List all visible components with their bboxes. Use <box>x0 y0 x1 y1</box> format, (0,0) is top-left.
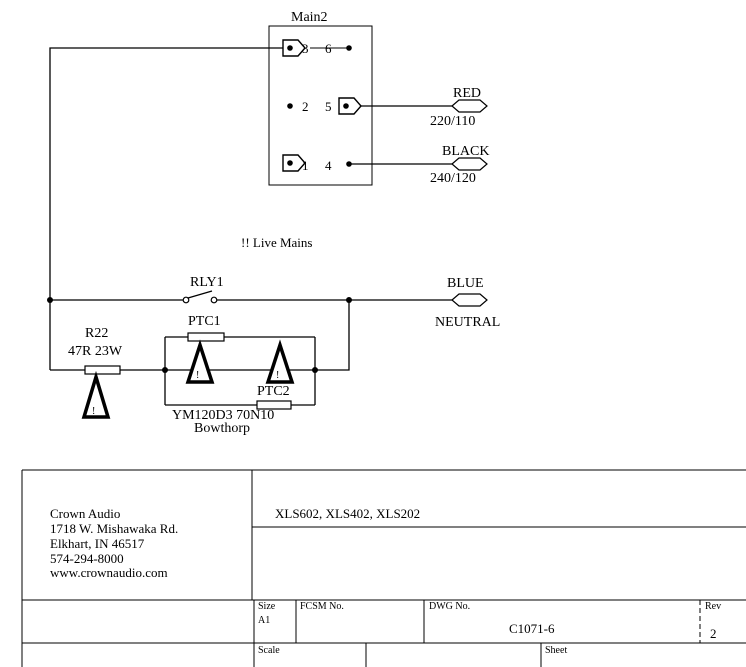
hazard-mark: ! <box>196 370 199 381</box>
neutral-label: NEUTRAL <box>435 315 500 330</box>
pin-5-node <box>343 103 349 109</box>
resistor-r22: R22 47R 23W <box>68 326 123 375</box>
r22-ref: R22 <box>85 326 108 341</box>
ptc-part-number: YM120D3 70N10 <box>172 408 274 423</box>
pin-5-label: 5 <box>325 99 332 114</box>
relay-switch-arm <box>187 290 213 299</box>
junction-ptc-right <box>312 367 318 373</box>
hazard-triangle-ptc1: ! <box>185 339 215 384</box>
pin-3-contact <box>282 39 306 57</box>
relay-rly1: RLY1 <box>182 275 224 304</box>
red-label: RED <box>453 86 481 101</box>
pin-3-label: 3 <box>302 41 309 56</box>
pin-2-label: 2 <box>302 99 309 114</box>
connector-name: Main2 <box>291 10 328 25</box>
ptc2-body <box>256 400 292 410</box>
company-info: Crown Audio 1718 W. Mishawaka Rd. Elkhar… <box>50 506 178 580</box>
sheet-label: Sheet <box>545 645 567 656</box>
ptc1-body <box>187 332 225 342</box>
rev-number: 2 <box>710 626 717 641</box>
pin-2-node <box>287 103 293 109</box>
company-line: Crown Audio <box>50 506 120 521</box>
ptc-network: PTC1 PTC2 YM120D3 70N10 Bowthorp <box>172 314 292 436</box>
wire-black-terminal: BLACK 240/120 <box>430 144 489 186</box>
pin-6-node <box>346 45 352 51</box>
warning-triangle-icon <box>185 339 215 384</box>
scale-label: Scale <box>258 645 280 656</box>
r22-body <box>84 365 121 375</box>
ptc-maker: Bowthorp <box>194 421 250 436</box>
ptc2-label: PTC2 <box>257 384 290 399</box>
wire-line-left <box>49 47 283 370</box>
pin-1-contact <box>282 154 306 172</box>
r22-value: 47R 23W <box>68 344 123 359</box>
drawing-title: XLS602, XLS402, XLS202 <box>275 506 420 521</box>
pin-1-node <box>287 160 293 166</box>
hazard-triangle-ptc2: ! <box>265 339 295 384</box>
blue-offpage-connector <box>451 293 488 307</box>
warning-triangle-icon <box>81 370 111 419</box>
hazard-mark: ! <box>92 406 95 417</box>
warning-triangle-icon <box>265 339 295 384</box>
red-offpage-connector <box>451 99 488 113</box>
size-value: A1 <box>258 615 270 626</box>
blue-label: BLUE <box>447 276 484 291</box>
ptc1-label: PTC1 <box>188 314 221 329</box>
relay-contact-left <box>182 296 190 304</box>
relay-label: RLY1 <box>190 275 224 290</box>
connector-main2: Main2 3 6 2 5 1 4 <box>268 10 373 186</box>
dwg-number: C1071-6 <box>509 621 555 636</box>
black-voltage: 240/120 <box>430 171 476 186</box>
junction-neutral <box>346 297 352 303</box>
pin-5-contact <box>338 97 362 115</box>
black-label: BLACK <box>442 144 489 159</box>
live-mains-warning: !! Live Mains <box>241 235 312 250</box>
hazard-triangle-r22: ! <box>81 370 111 419</box>
black-offpage-connector <box>451 157 488 171</box>
relay-contact-right <box>210 296 218 304</box>
junction-left <box>47 297 53 303</box>
wire-blue-terminal: BLUE NEUTRAL <box>435 276 500 330</box>
junction-ptc-left <box>162 367 168 373</box>
company-line: www.crownaudio.com <box>50 565 168 580</box>
pin-3-node <box>287 45 293 51</box>
company-line: Elkhart, IN 46517 <box>50 536 145 551</box>
junctions <box>47 297 352 373</box>
fcsm-label: FCSM No. <box>300 601 344 612</box>
company-line: 574-294-8000 <box>50 551 124 566</box>
pin-4-label: 4 <box>325 158 332 173</box>
dwg-label: DWG No. <box>429 601 470 612</box>
red-voltage: 220/110 <box>430 114 475 129</box>
company-line: 1718 W. Mishawaka Rd. <box>50 521 178 536</box>
wire-return-neutral <box>315 300 350 371</box>
title-block <box>21 469 746 667</box>
hazard-mark: ! <box>276 370 279 381</box>
size-label: Size <box>258 601 276 612</box>
wire-red-terminal: RED 220/110 <box>430 86 488 129</box>
rev-label: Rev <box>705 601 721 612</box>
pin-1-label: 1 <box>302 158 309 173</box>
